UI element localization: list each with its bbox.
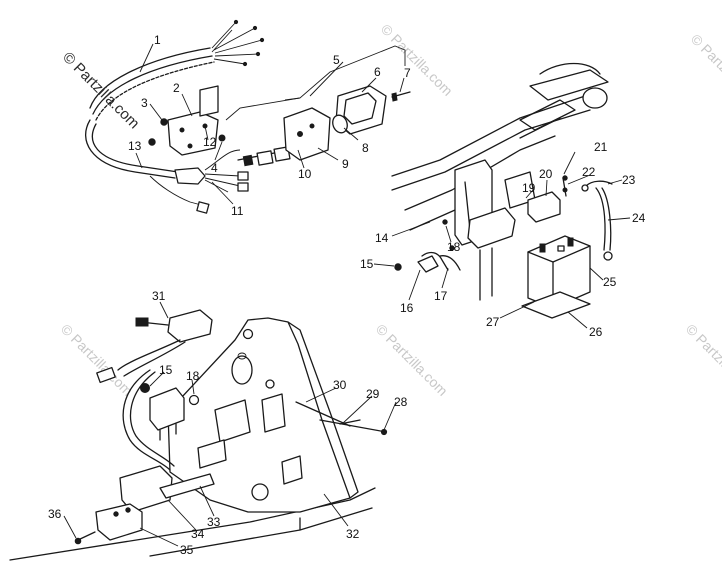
callout-2: 2 [173,81,180,95]
callout-17: 17 [434,289,448,303]
callout-13: 13 [128,139,142,153]
callout-19: 19 [522,181,536,195]
callout-14: 14 [375,231,389,245]
watermark-faint: © Partzilla.com [683,321,722,399]
callout-33: 33 [207,515,221,529]
callout-28: 28 [394,395,408,409]
callout-6: 6 [374,65,381,79]
callout-31: 31 [152,289,166,303]
callout-26: 26 [589,325,603,339]
callout-15: 15 [360,257,374,271]
callout-32: 32 [346,527,360,541]
frame-battery-assembly [391,62,613,319]
callout-11: 11 [231,204,244,218]
watermark-faint: © Partzilla.com [378,21,456,99]
callout-24: 24 [632,211,646,225]
callout-7: 7 [404,66,411,80]
callout-3: 3 [141,96,148,110]
callout-8: 8 [362,141,369,155]
watermark-primary: © Partzilla.com [59,49,142,132]
callout-20: 20 [539,167,553,181]
callout-18: 18 [447,240,461,254]
watermark-faint: © Partzilla.com [58,321,136,399]
callout-36: 36 [48,507,62,521]
callout-22: 22 [582,165,596,179]
watermark-faint: © Partzilla.com [688,31,722,109]
callout-labels: 1 2 3 4 5 6 7 8 9 10 11 12 13 14 15 16 1… [48,33,646,557]
callout-4: 4 [211,161,218,175]
callout-1: 1 [154,33,161,47]
callout-16: 16 [400,301,414,315]
callout-12: 12 [203,135,217,149]
console-panel-assembly [9,309,388,561]
callout-18-lower: 18 [186,369,200,383]
callout-21: 21 [594,140,608,154]
callout-5: 5 [333,53,340,67]
leader-lines [63,43,631,547]
watermark-faint: © Partzilla.com [373,321,451,399]
callout-35: 35 [180,543,194,557]
callout-29: 29 [366,387,380,401]
callout-27: 27 [486,315,500,329]
callout-25: 25 [603,275,617,289]
callout-9: 9 [342,157,349,171]
callout-30: 30 [333,378,347,392]
callout-34: 34 [191,527,205,541]
callout-15-lower: 15 [159,363,173,377]
callout-23: 23 [622,173,636,187]
callout-10: 10 [298,167,312,181]
wiring-harness-assembly [85,19,411,214]
